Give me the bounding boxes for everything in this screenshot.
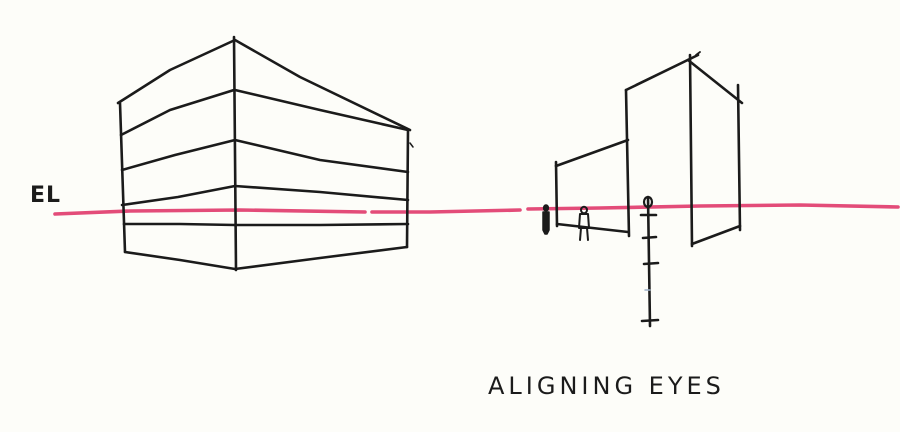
right-building-tower-right-edge <box>736 83 742 232</box>
left-building-roof <box>116 38 412 132</box>
left-building <box>116 35 414 272</box>
eye-level-line <box>53 203 900 216</box>
left-building-corner-edge <box>232 35 238 272</box>
eye-level-label: EL <box>30 183 61 208</box>
left-building-right-edge <box>405 128 410 249</box>
right-building-roof-right <box>686 58 744 105</box>
right-building <box>554 51 744 248</box>
figure-1 <box>542 204 550 235</box>
measuring-scale <box>639 195 660 328</box>
diagram-caption: ALIGNING EYES <box>488 372 725 400</box>
figure-2 <box>578 205 590 241</box>
right-building-wing-top <box>554 138 630 168</box>
right-building-roof-left <box>624 53 700 92</box>
right-building-tower-corner-edge <box>688 53 694 248</box>
left-building-left-edge <box>118 101 127 254</box>
scale-vertical-line <box>646 195 652 328</box>
right-building-tower-left-edge <box>624 88 631 238</box>
right-building-wing-left-edge <box>554 160 559 228</box>
